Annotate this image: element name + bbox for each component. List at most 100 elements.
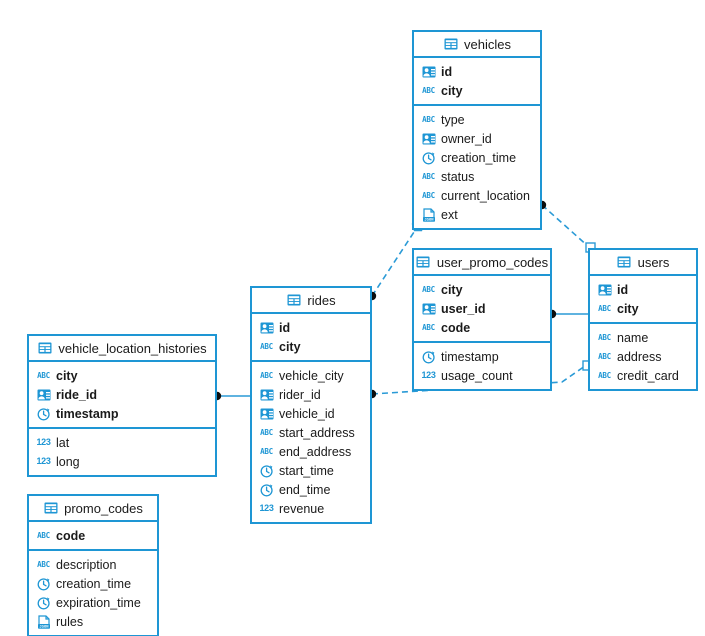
abc-string-icon: ABC: [260, 446, 273, 456]
column-row[interactable]: creation_time: [29, 574, 157, 593]
column-row[interactable]: creation_time: [414, 148, 540, 167]
column-row[interactable]: ride_id: [29, 385, 215, 404]
column-name: ride_id: [56, 387, 97, 402]
edge-vehicles-to-users[interactable]: [537, 200, 596, 253]
clock-timestamp-icon: [421, 349, 436, 364]
abc-string-icon: ABC: [422, 284, 435, 294]
number-123-icon: 123: [36, 437, 51, 447]
table-header[interactable]: users: [590, 250, 696, 276]
json-document-icon: JSON: [421, 207, 436, 222]
table-grid-icon: [416, 255, 431, 270]
table-header[interactable]: user_promo_codes: [414, 250, 550, 276]
table-header[interactable]: promo_codes: [29, 496, 157, 522]
edge-user-promo-codes-to-users[interactable]: [547, 309, 588, 319]
column-name: city: [441, 282, 463, 297]
column-row[interactable]: JSON ext: [414, 205, 540, 224]
column-group: ABC description creation_time expiration_ti…: [29, 551, 157, 635]
column-row[interactable]: timestamp: [29, 404, 215, 423]
column-row[interactable]: 123 long: [29, 452, 215, 471]
column-name: ext: [441, 207, 458, 222]
table-title: rides: [307, 292, 336, 308]
column-row[interactable]: timestamp: [414, 347, 550, 366]
column-name: start_time: [279, 463, 334, 478]
column-name: creation_time: [56, 576, 132, 591]
clock-timestamp-icon: [36, 595, 51, 610]
column-row[interactable]: id: [252, 318, 370, 337]
abc-string-icon: ABC: [598, 332, 611, 342]
table-grid-icon: [617, 255, 632, 270]
json-document-icon: JSON: [36, 614, 51, 629]
column-name: id: [617, 282, 629, 297]
column-row[interactable]: start_time: [252, 461, 370, 480]
svg-text:JSON: JSON: [424, 217, 433, 221]
abc-string-icon: ABC: [422, 114, 435, 124]
column-row[interactable]: ABC city: [414, 280, 550, 299]
column-row[interactable]: ABC description: [29, 555, 157, 574]
column-name: status: [441, 169, 475, 184]
column-name: creation_time: [441, 150, 517, 165]
column-name: description: [56, 557, 117, 572]
column-row[interactable]: owner_id: [414, 129, 540, 148]
number-123-icon: 123: [36, 456, 51, 466]
column-row[interactable]: user_id: [414, 299, 550, 318]
number-123-icon: 123: [259, 503, 274, 513]
column-row[interactable]: end_time: [252, 480, 370, 499]
abc-string-icon: ABC: [37, 530, 50, 540]
abc-string-icon: ABC: [598, 351, 611, 361]
column-row[interactable]: expiration_time: [29, 593, 157, 612]
key-id-icon: [421, 64, 436, 79]
column-name: expiration_time: [56, 595, 141, 610]
abc-string-icon: ABC: [598, 370, 611, 380]
column-row[interactable]: id: [590, 280, 696, 299]
abc-string-icon: ABC: [422, 190, 435, 200]
table-grid-icon: [43, 501, 58, 516]
table-header[interactable]: vehicle_location_histories: [29, 336, 215, 362]
column-name: long: [56, 454, 80, 469]
key-id-icon: [36, 387, 51, 402]
column-row[interactable]: vehicle_id: [252, 404, 370, 423]
table-header[interactable]: rides: [252, 288, 370, 314]
abc-string-icon: ABC: [598, 303, 611, 313]
abc-string-icon: ABC: [37, 559, 50, 569]
table-title: vehicles: [464, 36, 511, 52]
number-123-icon: 123: [421, 370, 436, 380]
edge-vehicle-location-histories-to-rides[interactable]: [212, 391, 250, 401]
column-row[interactable]: id: [414, 62, 540, 81]
key-id-icon: [421, 131, 436, 146]
column-name: timestamp: [56, 406, 119, 421]
table-header[interactable]: vehicles: [414, 32, 540, 58]
column-row[interactable]: rider_id: [252, 385, 370, 404]
